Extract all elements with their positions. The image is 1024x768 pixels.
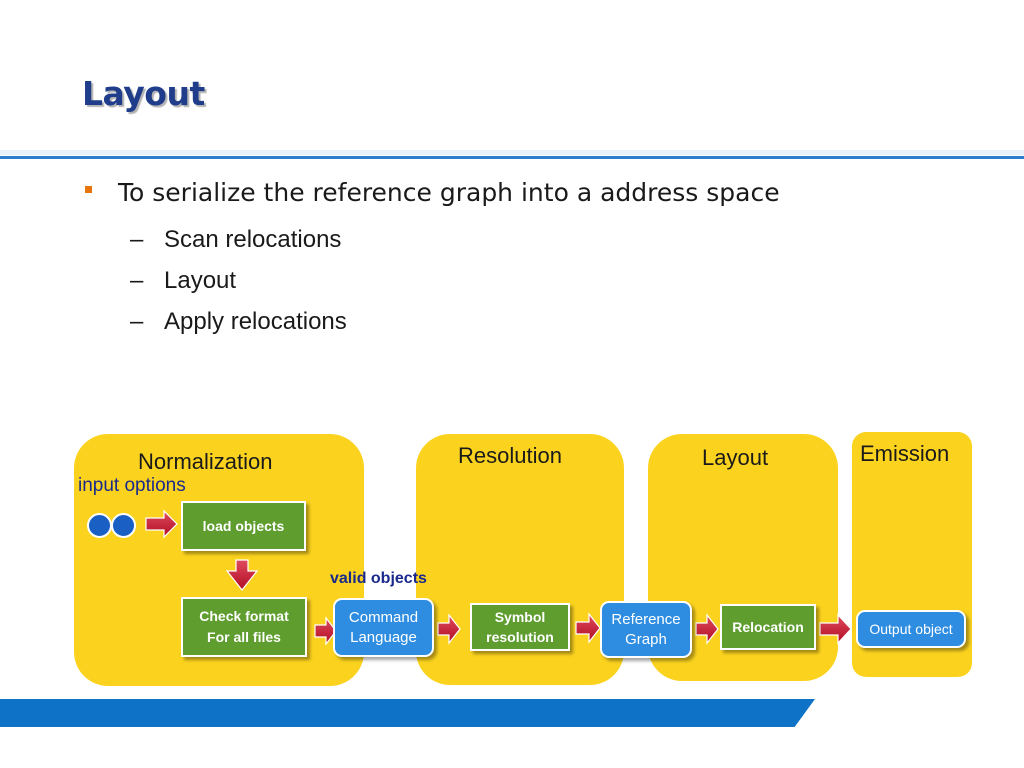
load-objects-box: load objects [181,501,306,551]
symbol-resolution-label: resolution [486,629,554,645]
output-object-label: Output object [869,621,953,637]
bullet-main: To serialize the reference graph into a … [118,178,780,207]
arrow-right-icon [437,613,461,645]
sub-bullet: –Apply relocations [130,308,347,336]
sub-bullet-text: Apply relocations [164,308,347,335]
bullet-marker-square [85,186,92,193]
arrow-down-icon [225,559,259,591]
sub-bullet-dash: – [130,308,144,335]
output-object-box: Output object [856,610,966,648]
header-divider [0,156,1024,159]
input-dot-icon [111,513,136,538]
check-format-label: Check format [199,608,289,624]
slide-title: Layout [82,74,205,113]
arrow-right-icon [695,613,719,645]
check-format-label: For all files [207,629,281,645]
valid-objects-label: valid objects [330,570,427,587]
input-options-label: input options [78,475,186,496]
reference-graph-label: Reference [611,610,681,628]
sub-bullet-dash: – [130,226,144,253]
stage-label-normalization: Normalization [138,449,273,474]
sub-bullet: –Layout [130,267,236,295]
command-language-box: Command Language [333,598,434,657]
symbol-resolution-label: Symbol [494,609,546,625]
stage-label-layout: Layout [702,445,769,470]
reference-graph-label: Graph [625,630,667,648]
sub-bullet: –Scan relocations [130,226,341,254]
sub-bullet-text: Scan relocations [164,226,342,253]
sub-bullet-text: Layout [164,267,237,294]
footer-bar [0,699,815,727]
stage-label-emission: Emission [860,441,950,466]
command-language-label: Language [350,628,417,646]
sub-bullet-dash: – [130,267,144,294]
arrow-right-icon [575,612,601,644]
command-language-label: Command [348,608,419,626]
load-objects-label: load objects [202,517,285,534]
arrow-right-icon [819,613,852,645]
arrow-right-icon [314,616,337,646]
check-format-box: Check format For all files [181,597,307,657]
header-divider-light [0,150,1024,155]
stage-label-resolution: Resolution [458,443,562,468]
reference-graph-box: Reference Graph [600,601,692,658]
relocation-box: Relocation [720,604,816,650]
symbol-resolution-box: Symbol resolution [470,603,570,651]
arrow-right-icon [145,509,178,539]
relocation-label: Relocation [732,618,804,635]
